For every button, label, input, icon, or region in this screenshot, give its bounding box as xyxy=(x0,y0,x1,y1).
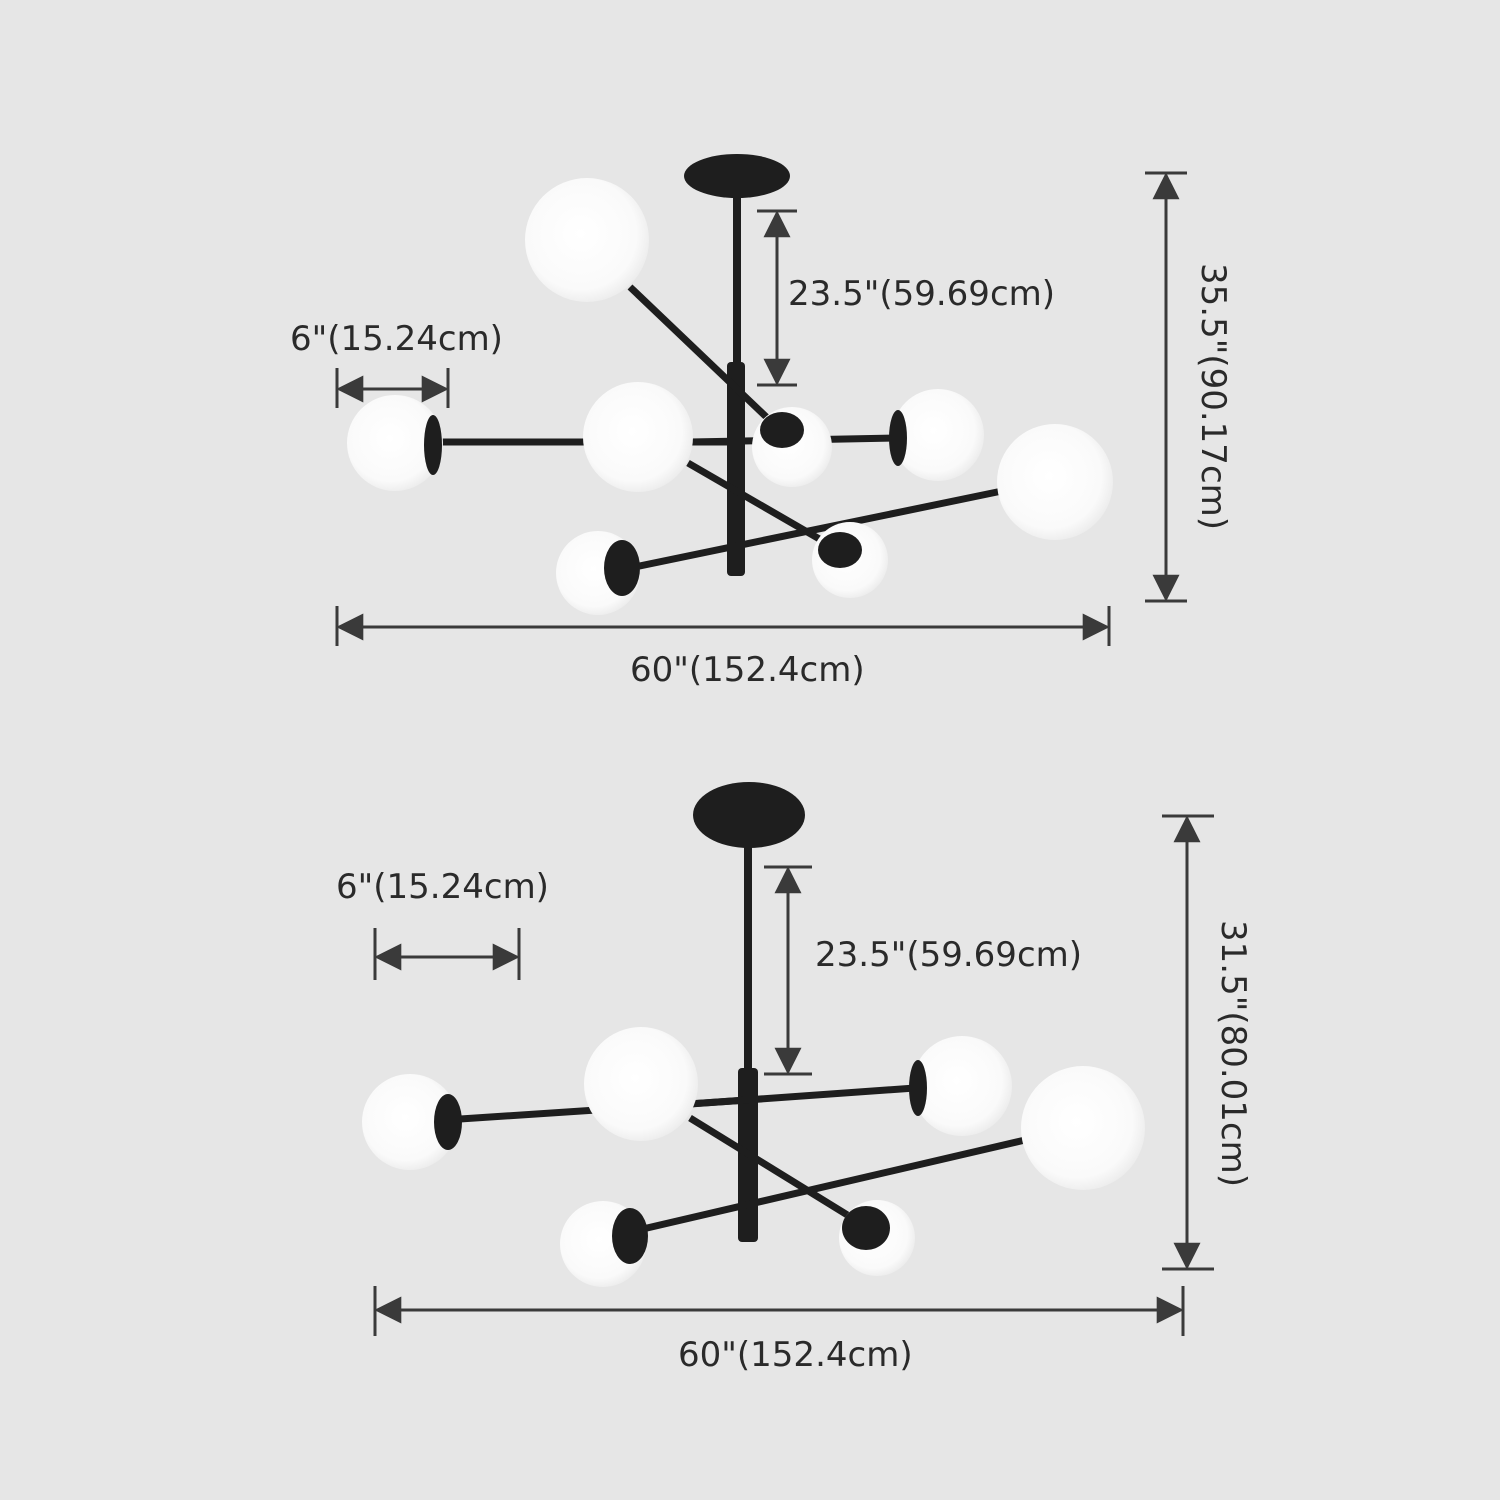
central-stem xyxy=(727,362,745,576)
chandelier-top xyxy=(347,154,1113,615)
glass-globe xyxy=(1021,1066,1145,1190)
dimension-lines-top xyxy=(335,171,1187,646)
arm xyxy=(629,1136,1026,1236)
glass-globe xyxy=(997,424,1113,540)
ceiling-canopy xyxy=(684,154,790,198)
globe-holder xyxy=(612,1208,648,1264)
total-height-label: 31.5"(80.01cm) xyxy=(1213,920,1253,1187)
glass-globe xyxy=(525,178,649,302)
dimension-lines-bottom xyxy=(373,814,1214,1336)
arm xyxy=(688,1115,864,1227)
glass-globe xyxy=(347,395,443,491)
globe-holder xyxy=(424,415,442,475)
globe-holder xyxy=(760,412,804,448)
rod-length-label: 23.5"(59.69cm) xyxy=(788,274,1055,314)
glass-globe xyxy=(362,1074,458,1170)
globe-width-label: 6"(15.24cm) xyxy=(290,319,503,359)
rod-length-label: 23.5"(59.69cm) xyxy=(815,935,1082,975)
down-rod xyxy=(733,195,741,365)
total-height-label: 35.5"(90.17cm) xyxy=(1193,263,1233,530)
total-width-label: 60"(152.4cm) xyxy=(678,1335,913,1375)
glass-globe xyxy=(584,1027,698,1141)
glass-globe xyxy=(583,382,693,492)
glass-globe xyxy=(892,389,984,481)
globe-holder xyxy=(818,532,862,568)
globe-holder xyxy=(434,1094,462,1150)
glass-globe xyxy=(912,1036,1012,1136)
total-width-label: 60"(152.4cm) xyxy=(630,650,865,690)
arm xyxy=(627,284,783,433)
chandelier-bottom xyxy=(362,782,1145,1287)
globe-holder xyxy=(842,1206,890,1250)
globe-width-label: 6"(15.24cm) xyxy=(336,867,549,907)
arm xyxy=(619,487,1003,574)
ceiling-canopy xyxy=(693,782,805,848)
arm xyxy=(689,1084,916,1108)
globe-holder xyxy=(604,540,640,596)
down-rod xyxy=(744,840,752,1072)
globe-holder xyxy=(889,410,907,466)
globe-holder xyxy=(909,1060,927,1116)
